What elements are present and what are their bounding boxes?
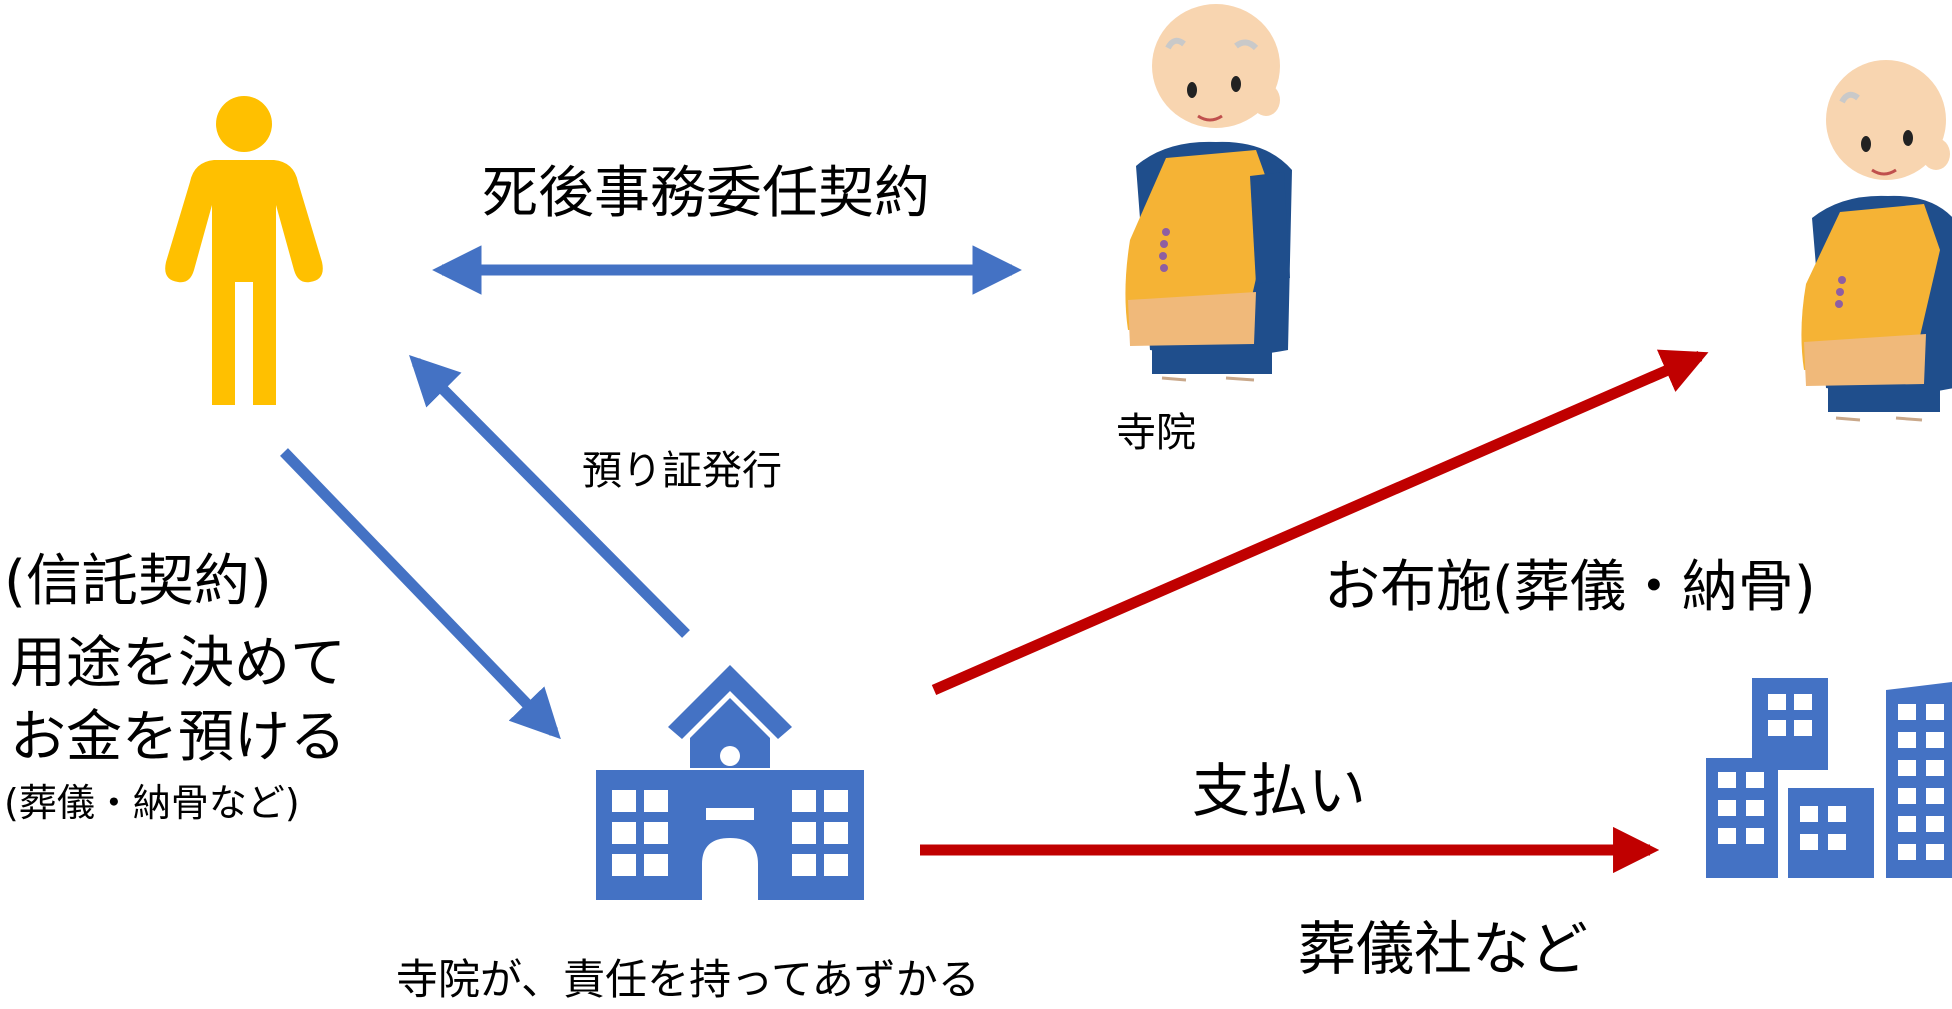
deposit-line-1: 用途を決めて (10, 631, 346, 696)
receipt-arrow (409, 354, 690, 638)
deposit-note: (葬儀・納骨など) (4, 781, 300, 825)
contract-label: 死後事務委任契約 (482, 161, 930, 226)
payment-label: 支払い (1192, 757, 1367, 825)
deposit-arrow (280, 448, 561, 740)
offering-arrow (931, 349, 1709, 696)
office-buildings-icon (1706, 678, 1952, 878)
monk-icon (1125, 4, 1292, 382)
deposit-line-2: お金を預ける (10, 705, 346, 770)
temple-responsibility-label: 寺院が、責任を持ってあずかる (396, 955, 980, 1004)
funeral-company-label: 葬儀社など (1298, 915, 1589, 983)
temple-label: 寺院 (1116, 410, 1196, 456)
person-icon (165, 96, 323, 405)
receipt-label: 預り証発行 (582, 448, 782, 494)
trust-contract-label: (信託契約) (4, 549, 272, 614)
temple-building-icon (596, 665, 864, 900)
monk-icon (1801, 60, 1952, 422)
offering-label: お布施(葬儀・納骨) (1324, 555, 1816, 620)
